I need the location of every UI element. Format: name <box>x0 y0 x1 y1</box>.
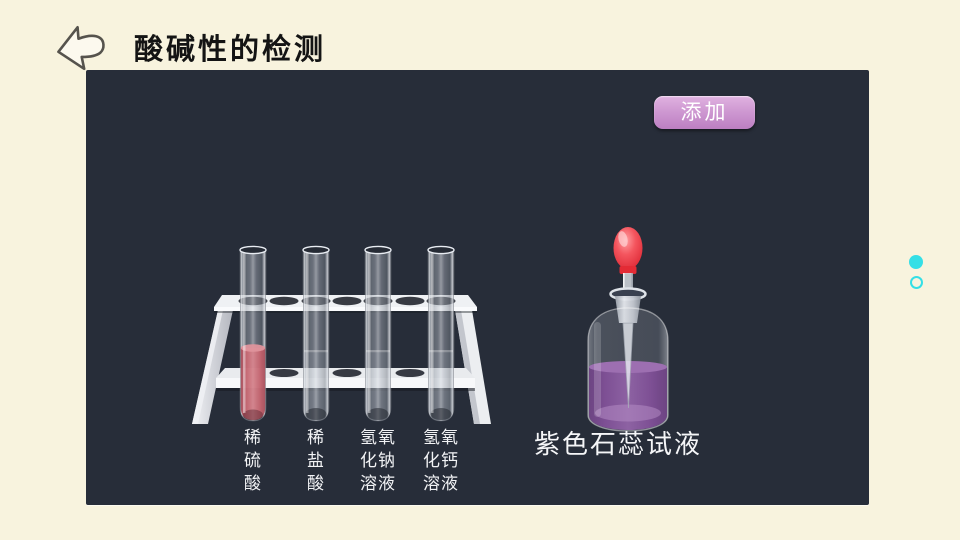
test-tube-1[interactable] <box>239 245 267 422</box>
experiment-panel: 添加 稀 硫 酸 稀 盐 酸 氢氧 化钠 溶液 氢氧 化钙 溶液 紫色石蕊试液 <box>86 70 869 505</box>
back-button[interactable] <box>54 18 108 76</box>
back-arrow-icon <box>57 25 105 71</box>
tube-2-label: 稀 盐 酸 <box>307 428 325 494</box>
test-tube-3[interactable] <box>364 245 392 422</box>
pink-liquid <box>240 348 266 420</box>
page-dot-2-inactive[interactable] <box>910 276 923 289</box>
page-title: 酸碱性的检测 <box>134 32 327 66</box>
tube-1-label: 稀 硫 酸 <box>244 428 262 494</box>
tube-4-label: 氢氧 化钙 溶液 <box>423 428 459 494</box>
add-button[interactable]: 添加 <box>654 96 755 129</box>
dropper-tip <box>622 322 634 409</box>
tube-3-label: 氢氧 化钠 溶液 <box>360 428 396 494</box>
page-dot-1-active[interactable] <box>909 255 923 269</box>
test-tube-4[interactable] <box>427 245 455 422</box>
clear-liquid <box>365 352 391 420</box>
dropper-bulb <box>613 227 643 269</box>
clear-liquid <box>428 352 454 420</box>
litmus-dropper-bottle[interactable] <box>587 227 669 432</box>
reagent-bottle-label: 紫色石蕊试液 <box>534 430 703 460</box>
clear-liquid <box>303 352 329 420</box>
test-tube-2[interactable] <box>302 245 330 422</box>
lab-scene <box>192 227 669 432</box>
